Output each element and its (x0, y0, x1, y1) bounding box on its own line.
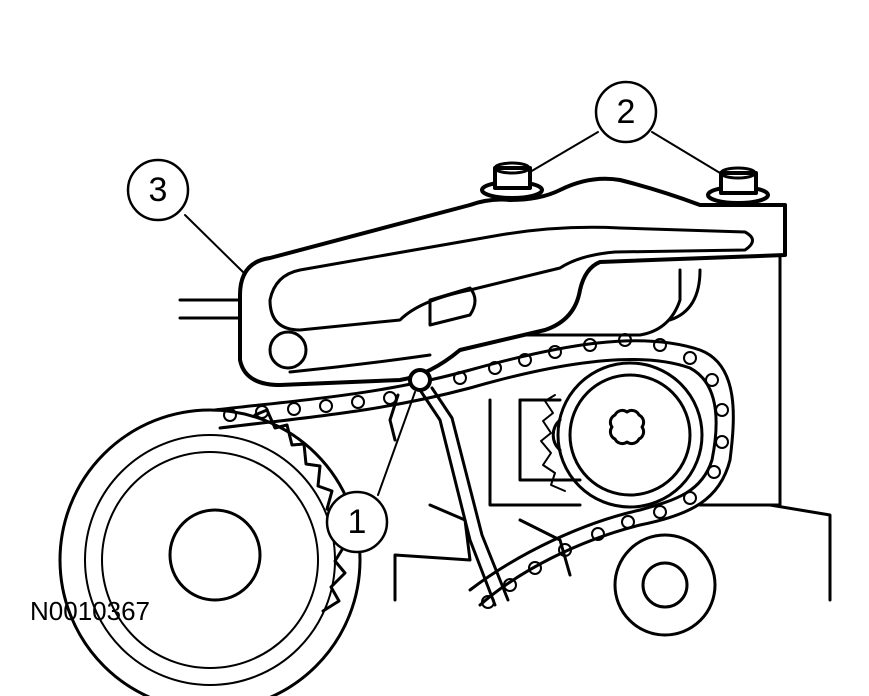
bolt-right (706, 166, 770, 205)
engine-housing (393, 213, 832, 637)
camshaft-sprocket (540, 361, 704, 509)
figure-id-label: N0010367 (30, 596, 150, 626)
leader-lines (184, 131, 726, 496)
bolts (480, 161, 770, 205)
callout-2: 2 (594, 80, 658, 144)
callout-3-label: 3 (149, 171, 168, 209)
callout-1-label: 1 (348, 503, 367, 541)
callout-2-label: 2 (617, 93, 636, 131)
callout-1: 1 (325, 490, 389, 554)
tensioner-pin (388, 368, 510, 607)
crankshaft-sprocket (58, 408, 362, 696)
bolt-left (480, 161, 544, 200)
callout-3: 3 (126, 158, 190, 222)
